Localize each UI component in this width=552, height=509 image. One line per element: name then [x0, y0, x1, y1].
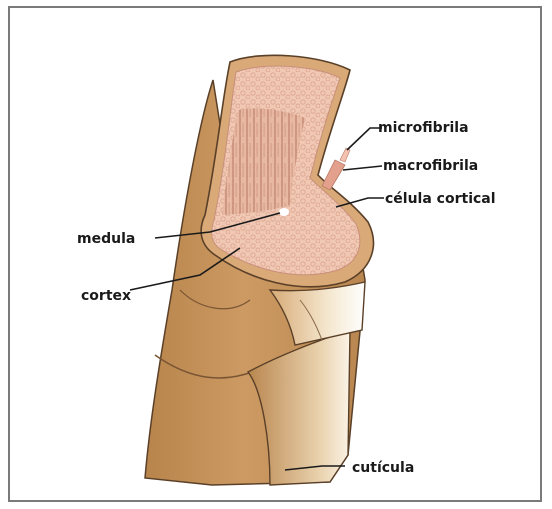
label-microfibrila: microfibrila [378, 120, 469, 136]
macrofibril-strand [322, 160, 345, 190]
medulla-spot [279, 208, 289, 216]
label-cortex: cortex [81, 288, 131, 304]
label-cuticula: cutícula [352, 460, 414, 476]
label-celula-cortical: célula cortical [385, 191, 496, 207]
label-macrofibrila: macrofibrila [383, 158, 478, 174]
label-medula: medula [77, 231, 135, 247]
leader-macrofibrila [343, 166, 382, 170]
microfibril-strand [340, 148, 350, 162]
leader-microfibrila [347, 128, 382, 150]
